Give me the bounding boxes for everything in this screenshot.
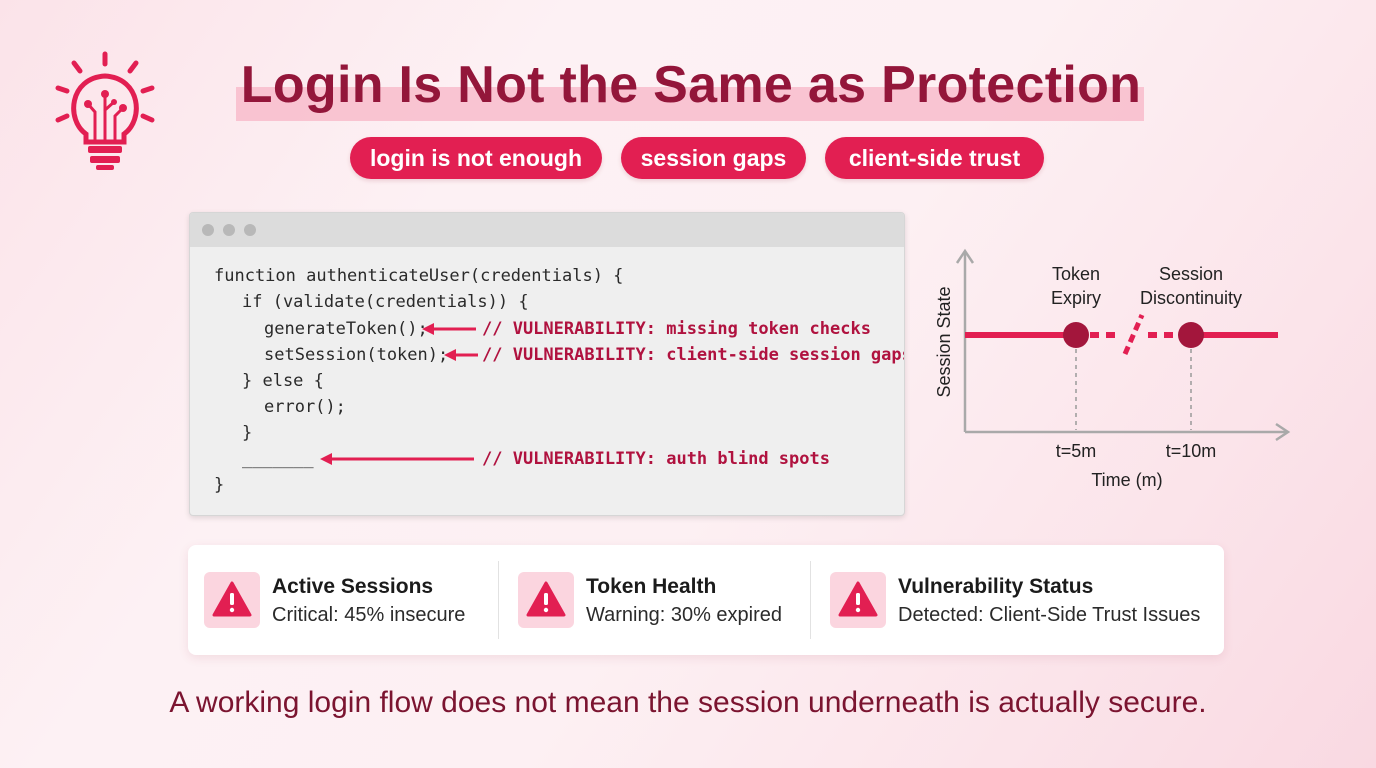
status-item-active-sessions: Active Sessions Critical: 45% insecure <box>188 545 498 655</box>
status-detail: Detected: Client-Side Trust Issues <box>898 604 1201 626</box>
status-title: Vulnerability Status <box>898 575 1094 598</box>
code-line: setSession(token); <box>264 345 449 365</box>
arrow-left-icon <box>444 349 478 361</box>
vulnerability-comment: // VULNERABILITY: missing token checks <box>482 319 871 339</box>
code-line: } <box>214 475 225 495</box>
session-discontinuity-marker <box>1178 322 1204 348</box>
status-detail: Warning: 30% expired <box>586 604 783 626</box>
x-axis-label: Time (m) <box>1091 470 1162 490</box>
arrow-left-icon <box>320 453 474 465</box>
event-label: Expiry <box>1051 288 1101 308</box>
code-line: function authenticateUser(credentials) { <box>214 266 624 286</box>
divider <box>810 561 811 639</box>
window-dot-icon <box>244 224 256 236</box>
status-detail: Critical: 45% insecure <box>272 604 466 626</box>
status-title: Token Health <box>586 575 717 598</box>
code-blank-line: _______ <box>242 449 314 469</box>
vulnerability-comment: // VULNERABILITY: client-side session ga… <box>482 345 905 365</box>
warning-triangle-icon <box>518 572 574 628</box>
session-state-diagram: Token Expiry Session Discontinuity t=5m … <box>934 248 1291 490</box>
status-panel: Active Sessions Critical: 45% insecure T… <box>188 545 1224 655</box>
vulnerability-comment: // VULNERABILITY: auth blind spots <box>482 449 830 469</box>
event-label: Discontinuity <box>1140 288 1242 308</box>
code-line: } <box>242 423 253 443</box>
lightbulb-circuit-icon <box>52 50 158 172</box>
code-line: } else { <box>242 371 324 391</box>
arrow-left-icon <box>422 323 476 335</box>
event-label: Session <box>1159 264 1223 284</box>
code-window-titlebar <box>190 213 904 247</box>
token-expiry-marker <box>1063 322 1089 348</box>
window-dot-icon <box>223 224 235 236</box>
warning-triangle-icon <box>204 572 260 628</box>
code-line: if (validate(credentials)) { <box>242 292 529 312</box>
title-highlight <box>236 87 1144 121</box>
break-mark <box>1122 314 1145 355</box>
status-item-token-health: Token Health Warning: 30% expired <box>502 545 810 655</box>
x-tick-label: t=5m <box>1056 441 1097 461</box>
window-dot-icon <box>202 224 214 236</box>
status-title: Active Sessions <box>272 575 434 598</box>
warning-triangle-icon <box>830 572 886 628</box>
divider <box>498 561 499 639</box>
status-item-vulnerability-status: Vulnerability Status Detected: Client-Si… <box>814 545 1224 655</box>
footer-caption: A working login flow does not mean the s… <box>169 686 1207 719</box>
tag-login-not-enough: login is not enough <box>350 137 602 179</box>
code-window: function authenticateUser(credentials) {… <box>189 212 905 516</box>
code-line: generateToken(); <box>264 319 428 339</box>
tag-client-side-trust: client-side trust <box>825 137 1044 179</box>
y-axis-label: Session State <box>934 286 954 397</box>
x-tick-label: t=10m <box>1166 441 1217 461</box>
code-line: error(); <box>264 397 346 417</box>
event-label: Token <box>1052 264 1100 284</box>
page-title: Login Is Not the Same as Protection <box>240 56 1142 114</box>
tag-session-gaps: session gaps <box>621 137 806 179</box>
